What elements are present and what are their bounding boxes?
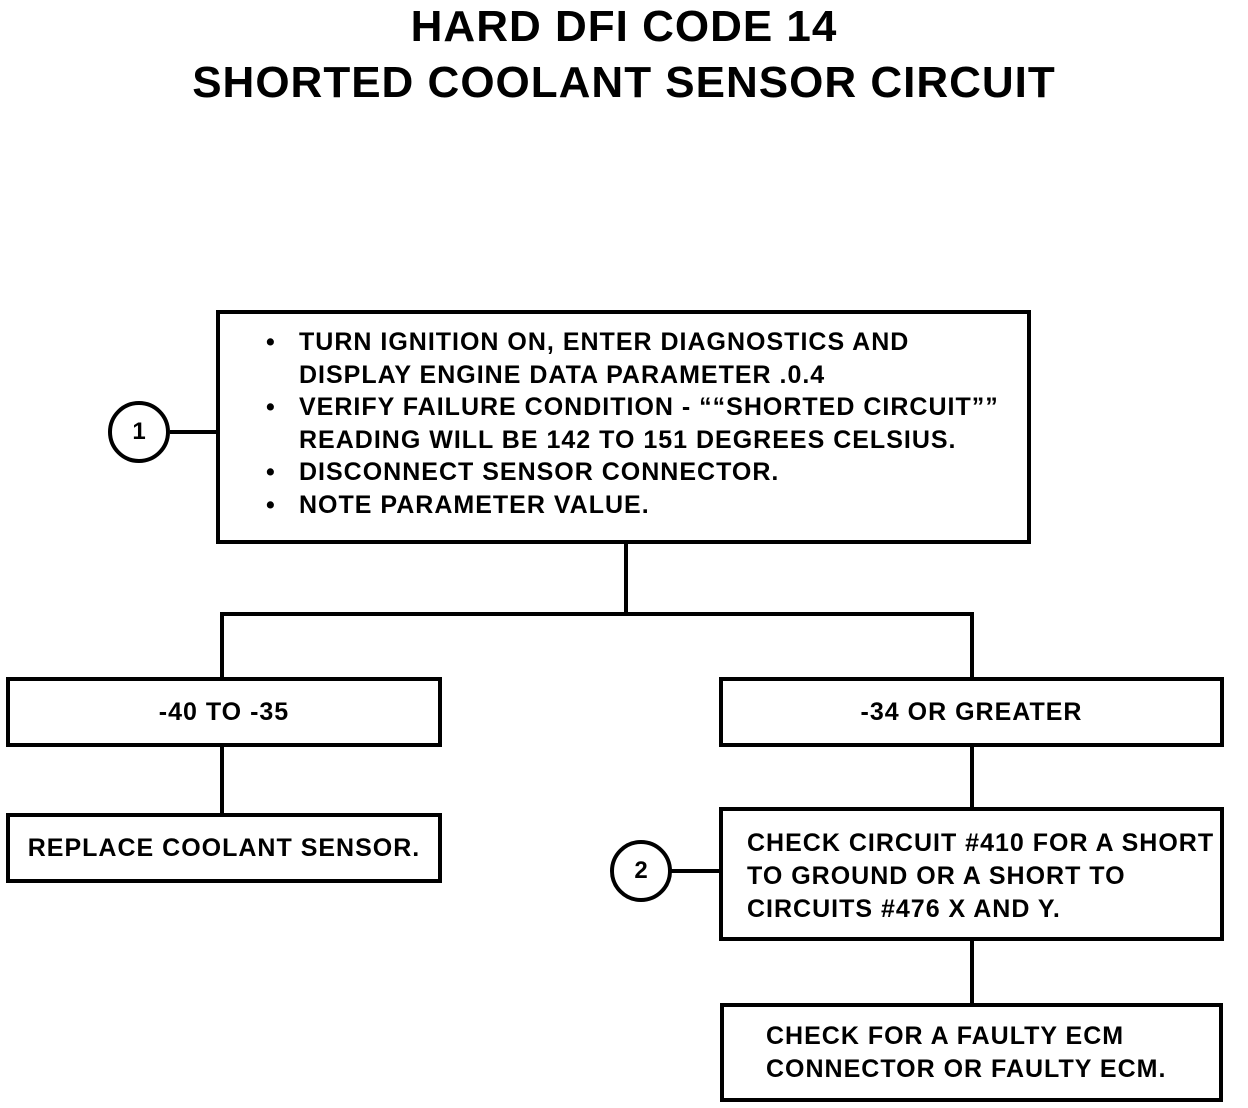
- faulty-ecm-box: CHECK FOR A FAULTY ECM CONNECTOR OR FAUL…: [720, 1003, 1223, 1102]
- step-1-marker-number: 1: [132, 418, 146, 445]
- step-1-box: TURN IGNITION ON, ENTER DIAGNOSTICS AND …: [216, 310, 1031, 544]
- replace-sensor-box: REPLACE COOLANT SENSOR.: [6, 813, 442, 883]
- right-condition-box: -34 OR GREATER: [719, 677, 1224, 747]
- step-1-list: TURN IGNITION ON, ENTER DIAGNOSTICS AND …: [220, 314, 1027, 521]
- left-condition-text: -40 TO -35: [158, 697, 290, 726]
- step-1-item: VERIFY FAILURE CONDITION - ““SHORTED CIR…: [266, 391, 1027, 456]
- check-circuit-text: CHECK CIRCUIT #410 FOR A SHORT TO GROUND…: [747, 829, 1215, 923]
- step-1-marker: 1: [108, 401, 170, 463]
- diagram-title-line-2: SHORTED COOLANT SENSOR CIRCUIT: [192, 58, 1056, 107]
- left-condition-box: -40 TO -35: [6, 677, 442, 747]
- faulty-ecm-text: CHECK FOR A FAULTY ECM CONNECTOR OR FAUL…: [766, 1022, 1167, 1083]
- step-1-item: NOTE PARAMETER VALUE.: [266, 489, 1027, 522]
- step-1-item: DISCONNECT SENSOR CONNECTOR.: [266, 456, 1027, 489]
- step-2-marker: 2: [610, 840, 672, 902]
- check-circuit-box: CHECK CIRCUIT #410 FOR A SHORT TO GROUND…: [719, 807, 1224, 941]
- diagram-title-line-1: HARD DFI CODE 14: [410, 2, 838, 51]
- right-condition-text: -34 OR GREATER: [860, 697, 1083, 726]
- replace-sensor-text: REPLACE COOLANT SENSOR.: [27, 833, 421, 862]
- step-2-marker-number: 2: [634, 857, 648, 884]
- step-1-item: TURN IGNITION ON, ENTER DIAGNOSTICS AND …: [266, 326, 1027, 391]
